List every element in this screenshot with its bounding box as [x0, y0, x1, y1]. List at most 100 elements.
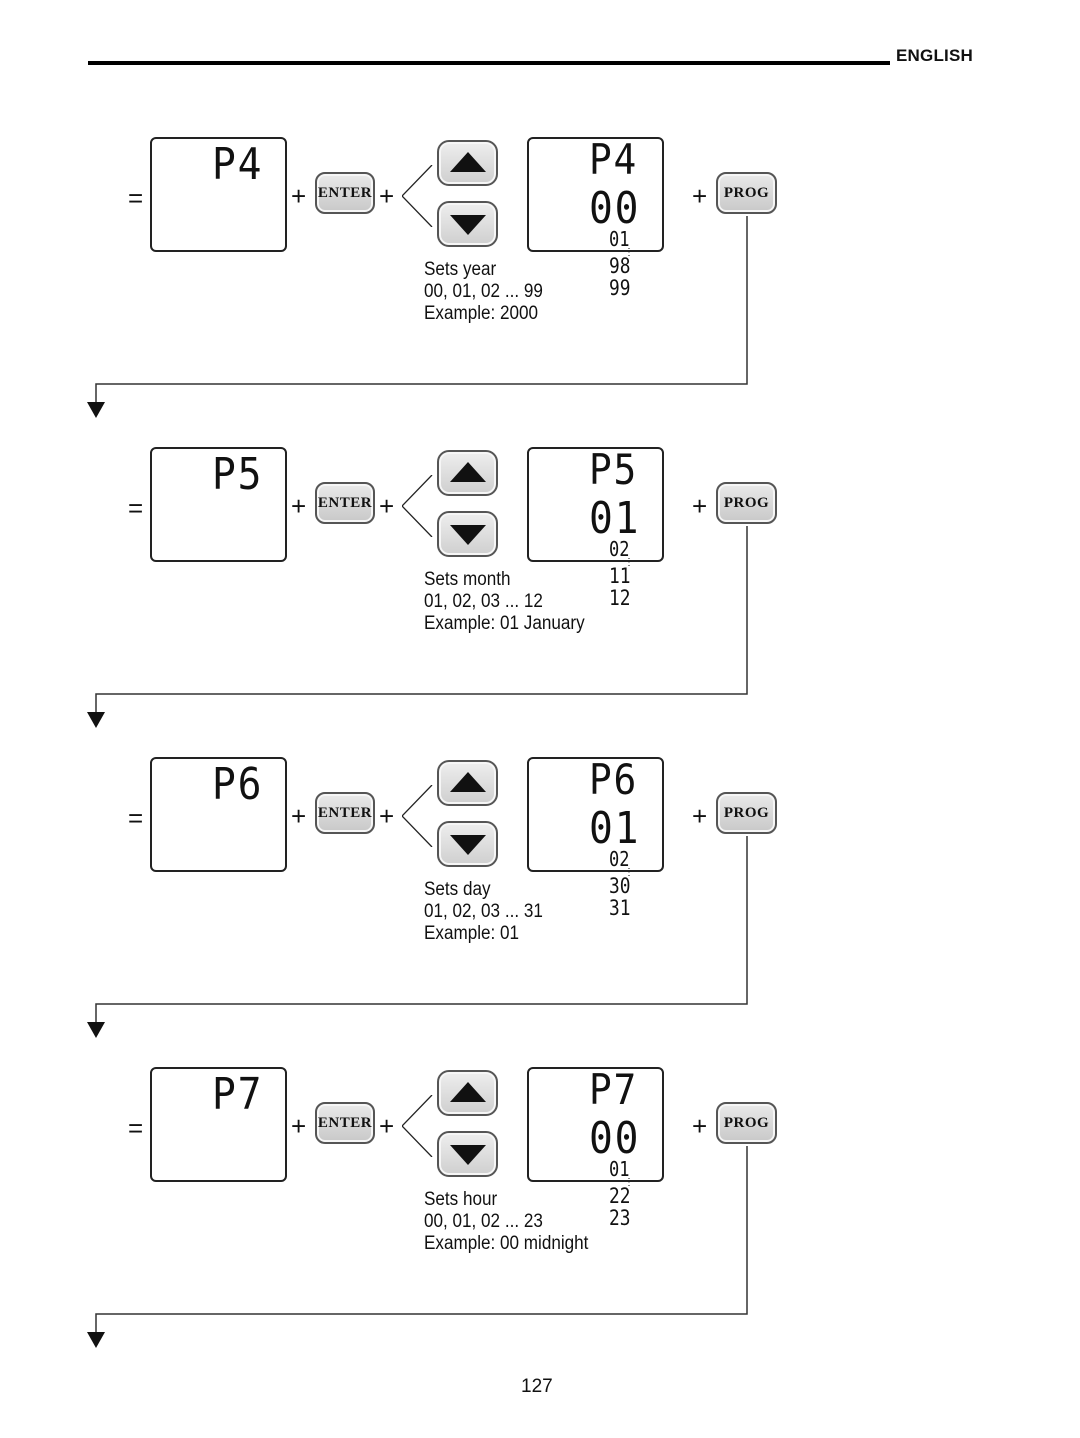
lcd-display-value: P5 01 [527, 445, 664, 562]
desc-range: 00, 01, 02 ... 99 [424, 281, 543, 302]
page-number: 127 [521, 1376, 553, 1397]
sequence-penultimate: 30 [609, 874, 631, 898]
down-button[interactable] [437, 511, 498, 557]
desc-title: Sets day [424, 879, 491, 900]
plus-sign: + [291, 181, 307, 211]
sequence-penultimate: 22 [609, 1184, 631, 1208]
lcd-code: P4 [589, 135, 639, 184]
sequence-penultimate: 11 [609, 564, 631, 588]
up-button[interactable] [437, 1070, 498, 1116]
branch-lines [402, 785, 433, 847]
triangle-up-icon [450, 152, 486, 172]
step-p4: = P4 + ENTER + P4 00 + PROG 01 ⋮ 98 99 S… [0, 135, 1080, 447]
desc-example: Example: 2000 [424, 303, 539, 324]
sequence-penultimate: 98 [609, 254, 631, 278]
branch-lines [402, 1095, 433, 1157]
up-button[interactable] [437, 140, 498, 186]
down-arrow-icon [87, 1332, 105, 1348]
lcd-display-code: P7 [150, 1067, 287, 1182]
enter-button[interactable]: ENTER [315, 482, 375, 524]
lcd-display-code: P6 [150, 757, 287, 872]
triangle-down-icon [450, 525, 486, 545]
sequence-last: 31 [609, 896, 631, 920]
triangle-down-icon [450, 835, 486, 855]
step-description: Sets year 00, 01, 02 ... 99 Example: 200… [424, 259, 543, 325]
sequence-dots: ⋮ [624, 867, 634, 878]
plus-sign: + [379, 181, 395, 211]
down-arrow-icon [87, 712, 105, 728]
sequence-first: 01 [609, 227, 630, 251]
step-p7: = P7 + ENTER + P7 00 + PROG 01 ⋮ 22 23 S… [0, 1065, 1080, 1377]
desc-example: Example: 01 [424, 923, 520, 944]
branch-lines [402, 475, 433, 537]
down-button[interactable] [437, 821, 498, 867]
lcd-display-value: P7 00 [527, 1065, 664, 1182]
lcd-display-value: P6 01 [527, 755, 664, 872]
step-description: Sets month 01, 02, 03 ... 12 Example: 01… [424, 569, 585, 635]
lcd-value: 01 [589, 803, 641, 854]
desc-range: 01, 02, 03 ... 12 [424, 591, 543, 612]
desc-range: 01, 02, 03 ... 31 [424, 901, 543, 922]
equals-sign: = [128, 803, 144, 833]
sequence-first: 02 [609, 847, 630, 871]
plus-sign: + [692, 1111, 708, 1141]
step-p6: = P6 + ENTER + P6 01 + PROG 02 ⋮ 30 31 S… [0, 755, 1080, 1067]
enter-button[interactable]: ENTER [315, 1102, 375, 1144]
desc-title: Sets year [424, 259, 497, 280]
lcd-code: P6 [589, 755, 639, 804]
down-arrow-icon [87, 402, 105, 418]
lcd-code: P5 [589, 445, 639, 494]
plus-sign: + [379, 801, 395, 831]
sequence-dots: ⋮ [624, 247, 634, 258]
header-rule [88, 61, 890, 65]
down-arrow-icon [87, 1022, 105, 1038]
lcd-value: 01 [589, 493, 641, 544]
prog-button[interactable]: PROG [716, 1102, 777, 1144]
down-button[interactable] [437, 1131, 498, 1177]
plus-sign: + [291, 1111, 307, 1141]
lcd-code: P7 [212, 1069, 264, 1120]
enter-button[interactable]: ENTER [315, 172, 375, 214]
plus-sign: + [379, 491, 395, 521]
sequence-first: 02 [609, 537, 630, 561]
triangle-down-icon [450, 1145, 486, 1165]
up-button[interactable] [437, 760, 498, 806]
desc-title: Sets hour [424, 1189, 498, 1210]
step-description: Sets hour 00, 01, 02 ... 23 Example: 00 … [424, 1189, 588, 1255]
desc-example: Example: 01 January [424, 613, 585, 634]
plus-sign: + [379, 1111, 395, 1141]
desc-title: Sets month [424, 569, 511, 590]
equals-sign: = [128, 183, 144, 213]
lcd-code: P7 [589, 1065, 639, 1114]
enter-button[interactable]: ENTER [315, 792, 375, 834]
sequence-dots: ⋮ [624, 557, 634, 568]
prog-button[interactable]: PROG [716, 172, 777, 214]
triangle-up-icon [450, 1082, 486, 1102]
up-button[interactable] [437, 450, 498, 496]
triangle-up-icon [450, 772, 486, 792]
prog-button[interactable]: PROG [716, 482, 777, 524]
triangle-down-icon [450, 215, 486, 235]
sequence-first: 01 [609, 1157, 630, 1181]
lcd-display-code: P5 [150, 447, 287, 562]
prog-button[interactable]: PROG [716, 792, 777, 834]
language-label: ENGLISH [896, 46, 973, 65]
plus-sign: + [692, 181, 708, 211]
step-p5: = P5 + ENTER + P5 01 + PROG 02 ⋮ 11 12 S… [0, 445, 1080, 757]
sequence-dots: ⋮ [624, 1177, 634, 1188]
lcd-code: P6 [212, 759, 264, 810]
lcd-code: P5 [212, 449, 264, 500]
lcd-value: 00 [589, 1113, 641, 1164]
lcd-display-value: P4 00 [527, 135, 664, 252]
desc-example: Example: 00 midnight [424, 1233, 589, 1254]
sequence-last: 12 [609, 586, 631, 610]
plus-sign: + [692, 801, 708, 831]
equals-sign: = [128, 1113, 144, 1143]
desc-range: 00, 01, 02 ... 23 [424, 1211, 543, 1232]
equals-sign: = [128, 493, 144, 523]
plus-sign: + [692, 491, 708, 521]
down-button[interactable] [437, 201, 498, 247]
plus-sign: + [291, 491, 307, 521]
sequence-last: 23 [609, 1206, 631, 1230]
